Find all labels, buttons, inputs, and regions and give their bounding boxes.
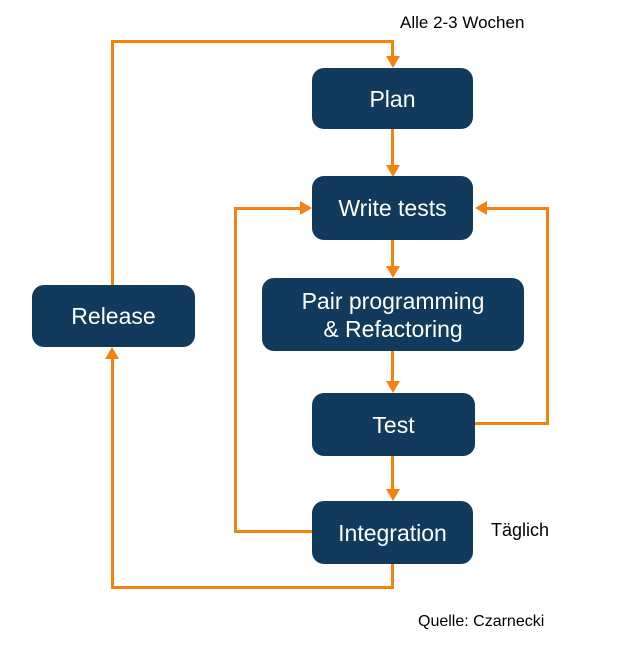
- arrowhead-into-integration: [386, 489, 400, 501]
- arrowhead-into-release: [105, 347, 119, 359]
- integration-to-release-line-down-vertical: [391, 564, 394, 589]
- integration-node: Integration: [312, 501, 473, 564]
- release-to-plan-line-left-vertical: [111, 40, 114, 285]
- write-tests-to-pair-line: [391, 240, 394, 267]
- integration-to-write-tests-line-bottom-horizontal: [234, 530, 312, 533]
- test-node-label: Test: [372, 411, 415, 438]
- arrowhead-into-write-tests-left: [300, 201, 312, 215]
- write-tests-node: Write tests: [312, 176, 473, 240]
- cycle-frequency-label: Alle 2-3 Wochen: [400, 13, 525, 32]
- test-to-integration-line: [391, 456, 394, 490]
- arrowhead-into-pair: [386, 266, 400, 278]
- pair-to-test-line: [391, 351, 394, 382]
- release-node-label: Release: [71, 303, 156, 329]
- integration-to-write-tests-line-left-vertical: [234, 207, 237, 533]
- test-to-write-tests-line-top-horizontal: [487, 207, 549, 210]
- release-node: Release: [32, 285, 195, 347]
- plan-to-write-tests-line: [391, 129, 394, 166]
- integration-to-release-line-up-vertical: [111, 359, 114, 589]
- test-to-write-tests-line-right-vertical: [546, 207, 549, 425]
- pair-programming-node-label-line2: & Refactoring: [323, 315, 463, 342]
- arrowhead-into-plan: [386, 56, 400, 68]
- source-label: Quelle: Czarnecki: [418, 613, 545, 630]
- integration-node-label: Integration: [338, 519, 447, 546]
- integration-to-release-line-bottom-horizontal: [111, 586, 394, 589]
- write-tests-node-label: Write tests: [338, 195, 447, 221]
- arrowhead-into-test: [386, 381, 400, 393]
- daily-frequency-label: Täglich: [491, 520, 550, 540]
- arrowhead-into-write-tests-top: [386, 165, 400, 177]
- release-to-plan-line-down-vertical: [391, 40, 394, 57]
- plan-node: Plan: [312, 68, 473, 129]
- integration-to-write-tests-line-top-horizontal: [237, 207, 300, 210]
- release-to-plan-line-top-horizontal: [111, 40, 394, 43]
- pair-programming-node-label-line1: Pair programming: [301, 287, 485, 314]
- test-node: Test: [312, 393, 475, 456]
- pair-programming-node: Pair programming & Refactoring: [262, 278, 524, 351]
- arrowhead-into-write-tests-right: [475, 201, 487, 215]
- test-to-write-tests-line-bottom-horizontal: [475, 422, 549, 425]
- plan-node-label: Plan: [369, 85, 416, 112]
